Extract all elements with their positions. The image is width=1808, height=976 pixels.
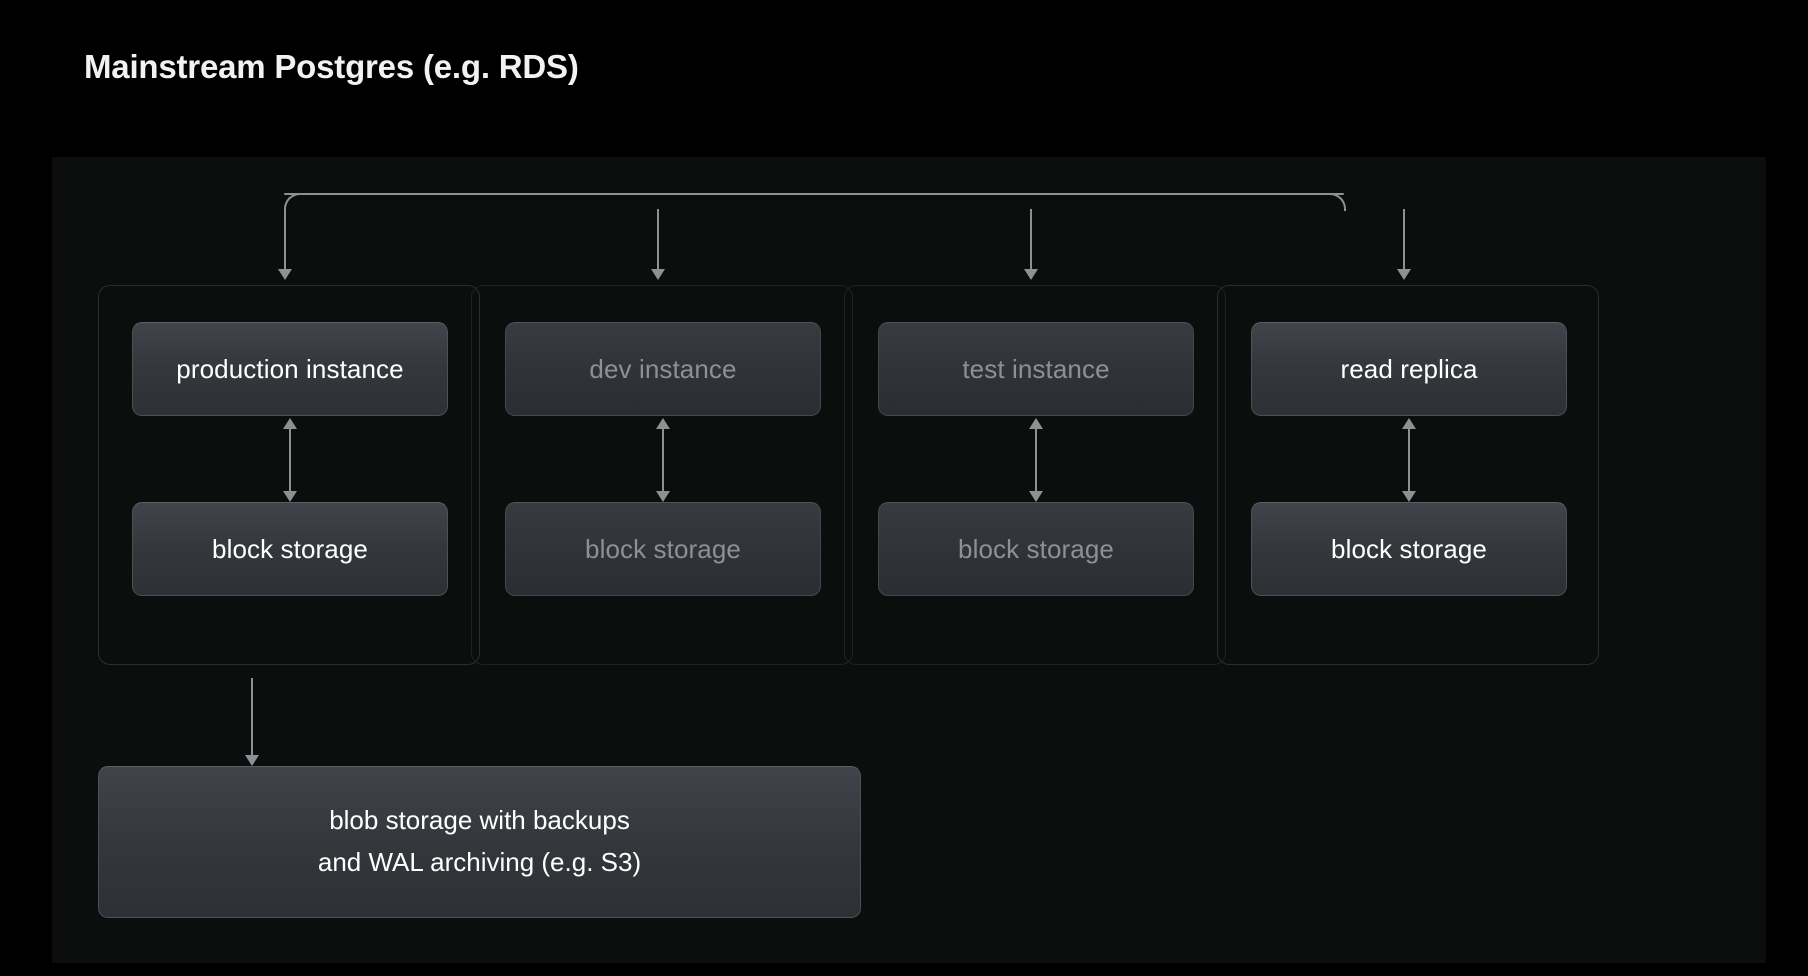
node-production-instance[interactable]: production instance — [132, 322, 448, 416]
connector-corner-right — [1328, 193, 1346, 211]
connector-drop-production — [278, 209, 292, 280]
node-production-block-storage[interactable]: block storage — [132, 502, 448, 596]
node-blob-storage[interactable]: blob storage with backups and WAL archiv… — [98, 766, 861, 918]
bidirectional-arrow-production — [283, 418, 297, 502]
blob-storage-line-2: and WAL archiving (e.g. S3) — [317, 847, 642, 877]
connector-corner-left — [284, 193, 302, 211]
node-dev-instance[interactable]: dev instance — [505, 322, 821, 416]
node-read-replica-block-storage[interactable]: block storage — [1251, 502, 1567, 596]
bidirectional-arrow-test — [1029, 418, 1043, 502]
arrow-production-to-blob-storage — [245, 678, 259, 766]
group-test[interactable]: test instance block storage — [844, 285, 1226, 665]
blob-storage-line-1: blob storage with backups — [329, 805, 630, 836]
node-dev-block-storage[interactable]: block storage — [505, 502, 821, 596]
connector-drop-read-replica — [1397, 209, 1411, 280]
connector-drop-dev — [651, 209, 665, 280]
group-dev[interactable]: dev instance block storage — [471, 285, 853, 665]
node-test-instance[interactable]: test instance — [878, 322, 1194, 416]
node-test-block-storage[interactable]: block storage — [878, 502, 1194, 596]
bidirectional-arrow-read-replica — [1402, 418, 1416, 502]
page-title: Mainstream Postgres (e.g. RDS) — [84, 48, 579, 85]
bidirectional-arrow-dev — [656, 418, 670, 502]
node-read-replica[interactable]: read replica — [1251, 322, 1567, 416]
connector-drop-test — [1024, 209, 1038, 280]
connector-horizontal-bar — [284, 193, 1344, 195]
diagram-canvas: production instance block storage dev in… — [52, 157, 1766, 963]
group-read-replica[interactable]: read replica block storage — [1217, 285, 1599, 665]
group-production[interactable]: production instance block storage — [98, 285, 480, 665]
